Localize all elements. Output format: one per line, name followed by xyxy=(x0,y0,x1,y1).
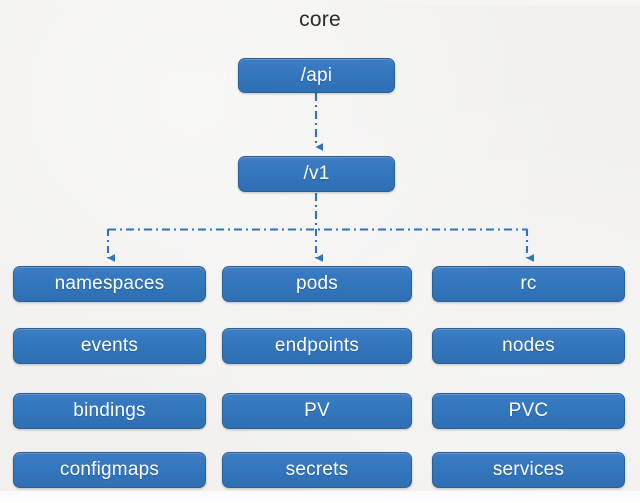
node-pods[interactable]: pods xyxy=(222,266,412,302)
diagram-title: core xyxy=(299,8,341,31)
node-endpoints[interactable]: endpoints xyxy=(222,328,412,364)
node-pv[interactable]: PV xyxy=(222,393,412,429)
node-services[interactable]: services xyxy=(432,452,625,488)
top-edge-strip xyxy=(0,0,640,6)
node-bindings[interactable]: bindings xyxy=(13,393,206,429)
node-secrets[interactable]: secrets xyxy=(222,452,412,488)
node-events[interactable]: events xyxy=(13,328,206,364)
node-v1[interactable]: /v1 xyxy=(238,156,395,192)
node-api[interactable]: /api xyxy=(238,58,395,93)
node-configmaps[interactable]: configmaps xyxy=(13,452,206,488)
node-pvc[interactable]: PVC xyxy=(432,393,625,429)
bottom-edge-strip xyxy=(0,491,640,503)
node-rc[interactable]: rc xyxy=(432,266,625,302)
node-nodes[interactable]: nodes xyxy=(432,328,625,364)
node-namespaces[interactable]: namespaces xyxy=(13,266,206,302)
